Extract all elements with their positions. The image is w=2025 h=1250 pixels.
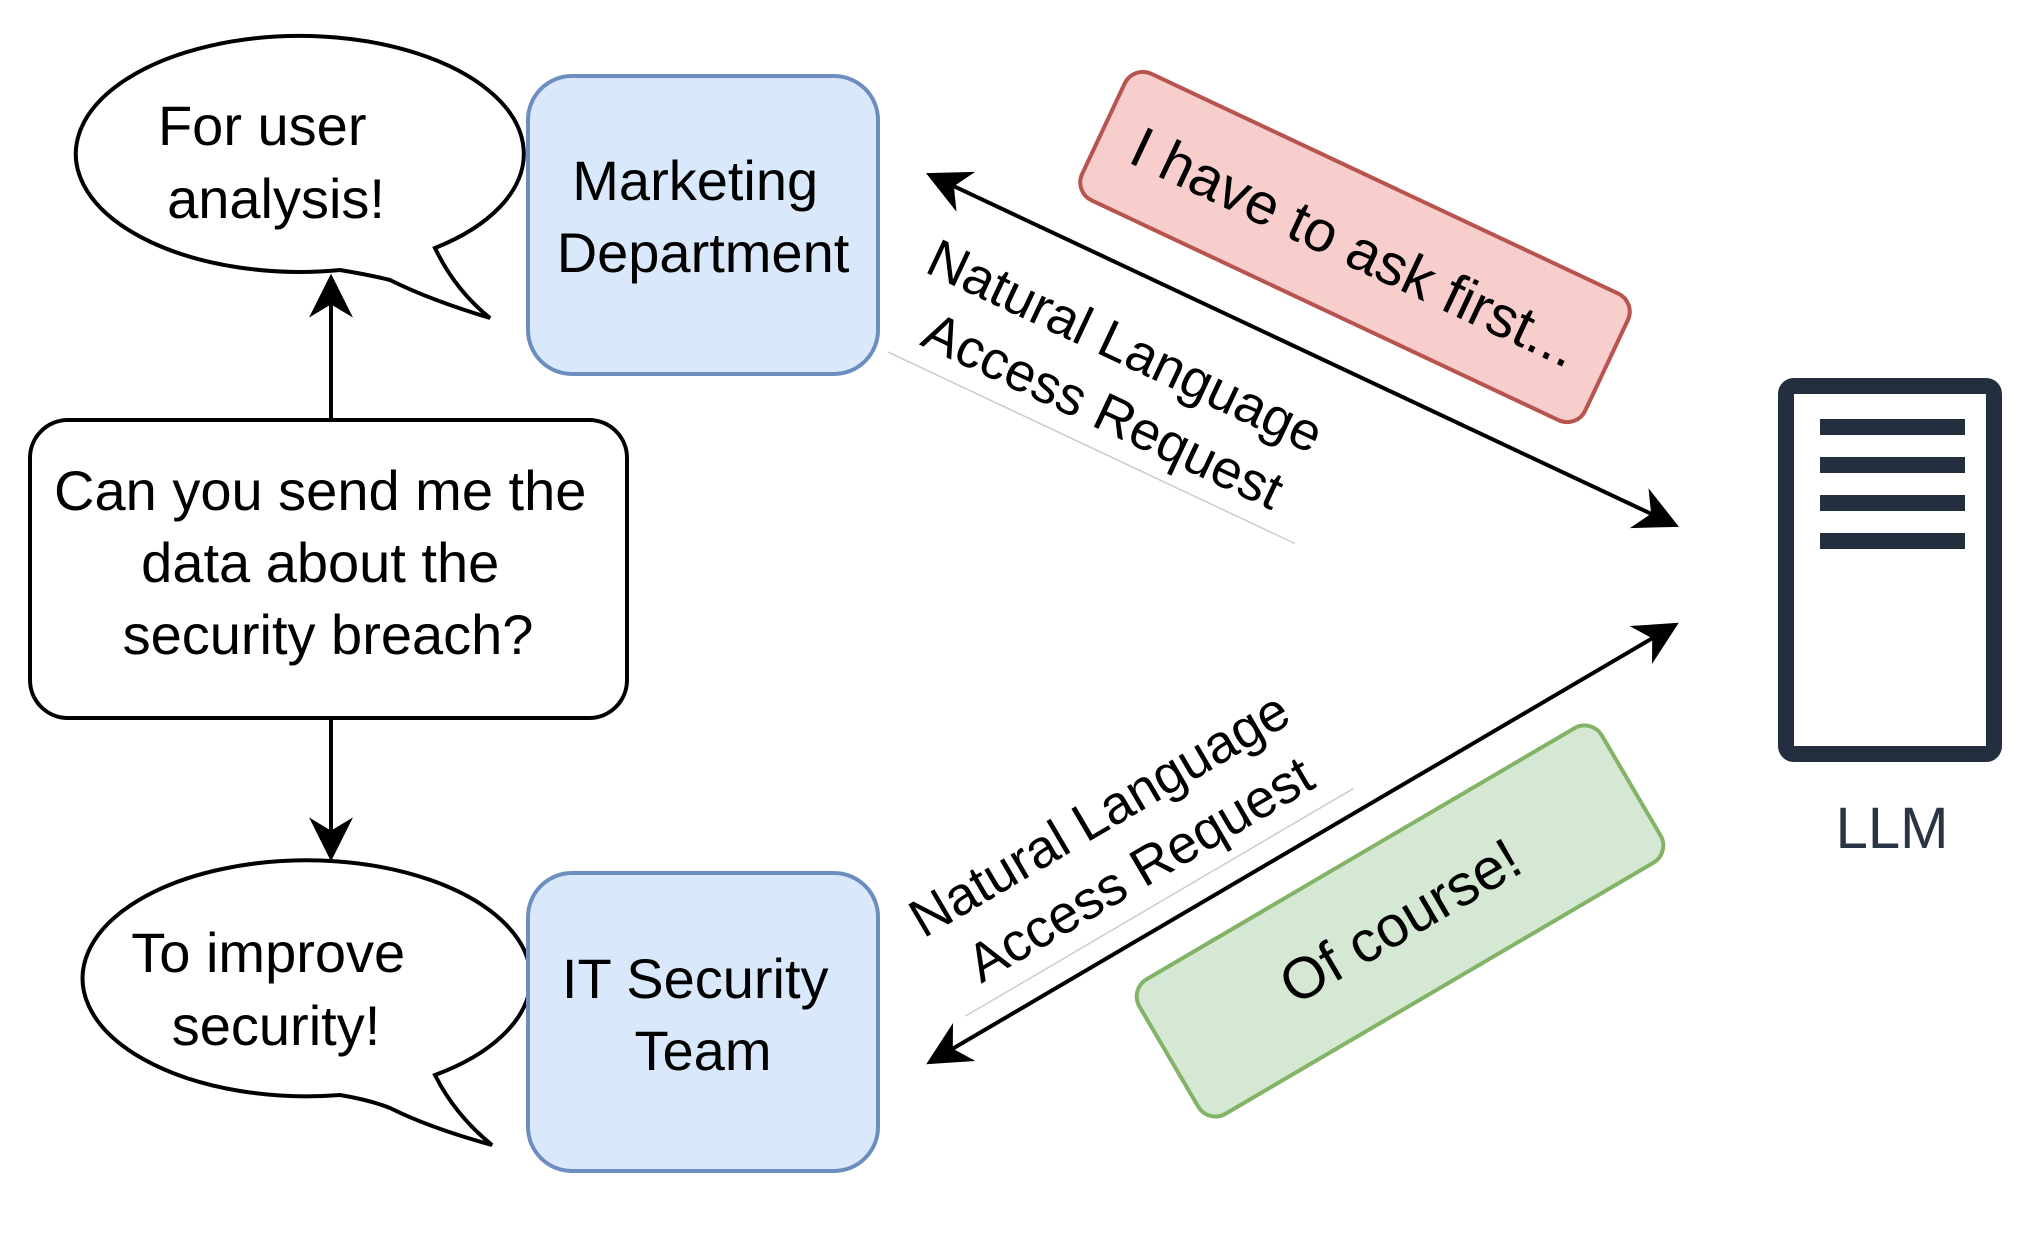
svg-text:Can you send me the data: Can you send me the data about the secur… [54,459,602,666]
it-bubble-line-2: security! [172,994,381,1057]
it-box-line-2: Team [635,1019,772,1082]
it-llm-arrow [926,622,1679,1065]
it-security-team-box: IT Security Team [526,871,880,1173]
it-bubble-line-1: To improve [131,921,405,984]
marketing-department-box: Marketing Department [526,74,880,376]
question-line-1: Can you send me the [54,459,586,522]
svg-text:To improve security!: To improve security! [131,921,420,1057]
svg-text:IT Security Team: IT Security Team [562,947,844,1082]
svg-text:For user analysis!: For user analysis! [158,94,385,230]
marketing-bubble-line-1: For user [158,94,367,157]
question-box: Can you send me the data about the secur… [28,418,629,720]
question-line-2: data about the [141,531,499,594]
marketing-speech-bubble: For user analysis! [73,33,526,320]
server-icon [1778,378,2002,762]
svg-text:Marketing Department: Marketing Department [557,149,850,284]
marketing-llm-arrow [926,171,1679,529]
it-response-badge: Of course! [1134,723,1666,1119]
it-box-line-1: IT Security [562,947,829,1010]
marketing-box-line-1: Marketing [572,149,818,212]
it-security-speech-bubble: To improve security! [80,858,533,1147]
llm-label: LLM [1836,796,1949,861]
marketing-box-line-2: Department [557,221,850,284]
question-line-3: security breach? [123,603,534,666]
marketing-bubble-line-2: analysis! [167,167,385,230]
